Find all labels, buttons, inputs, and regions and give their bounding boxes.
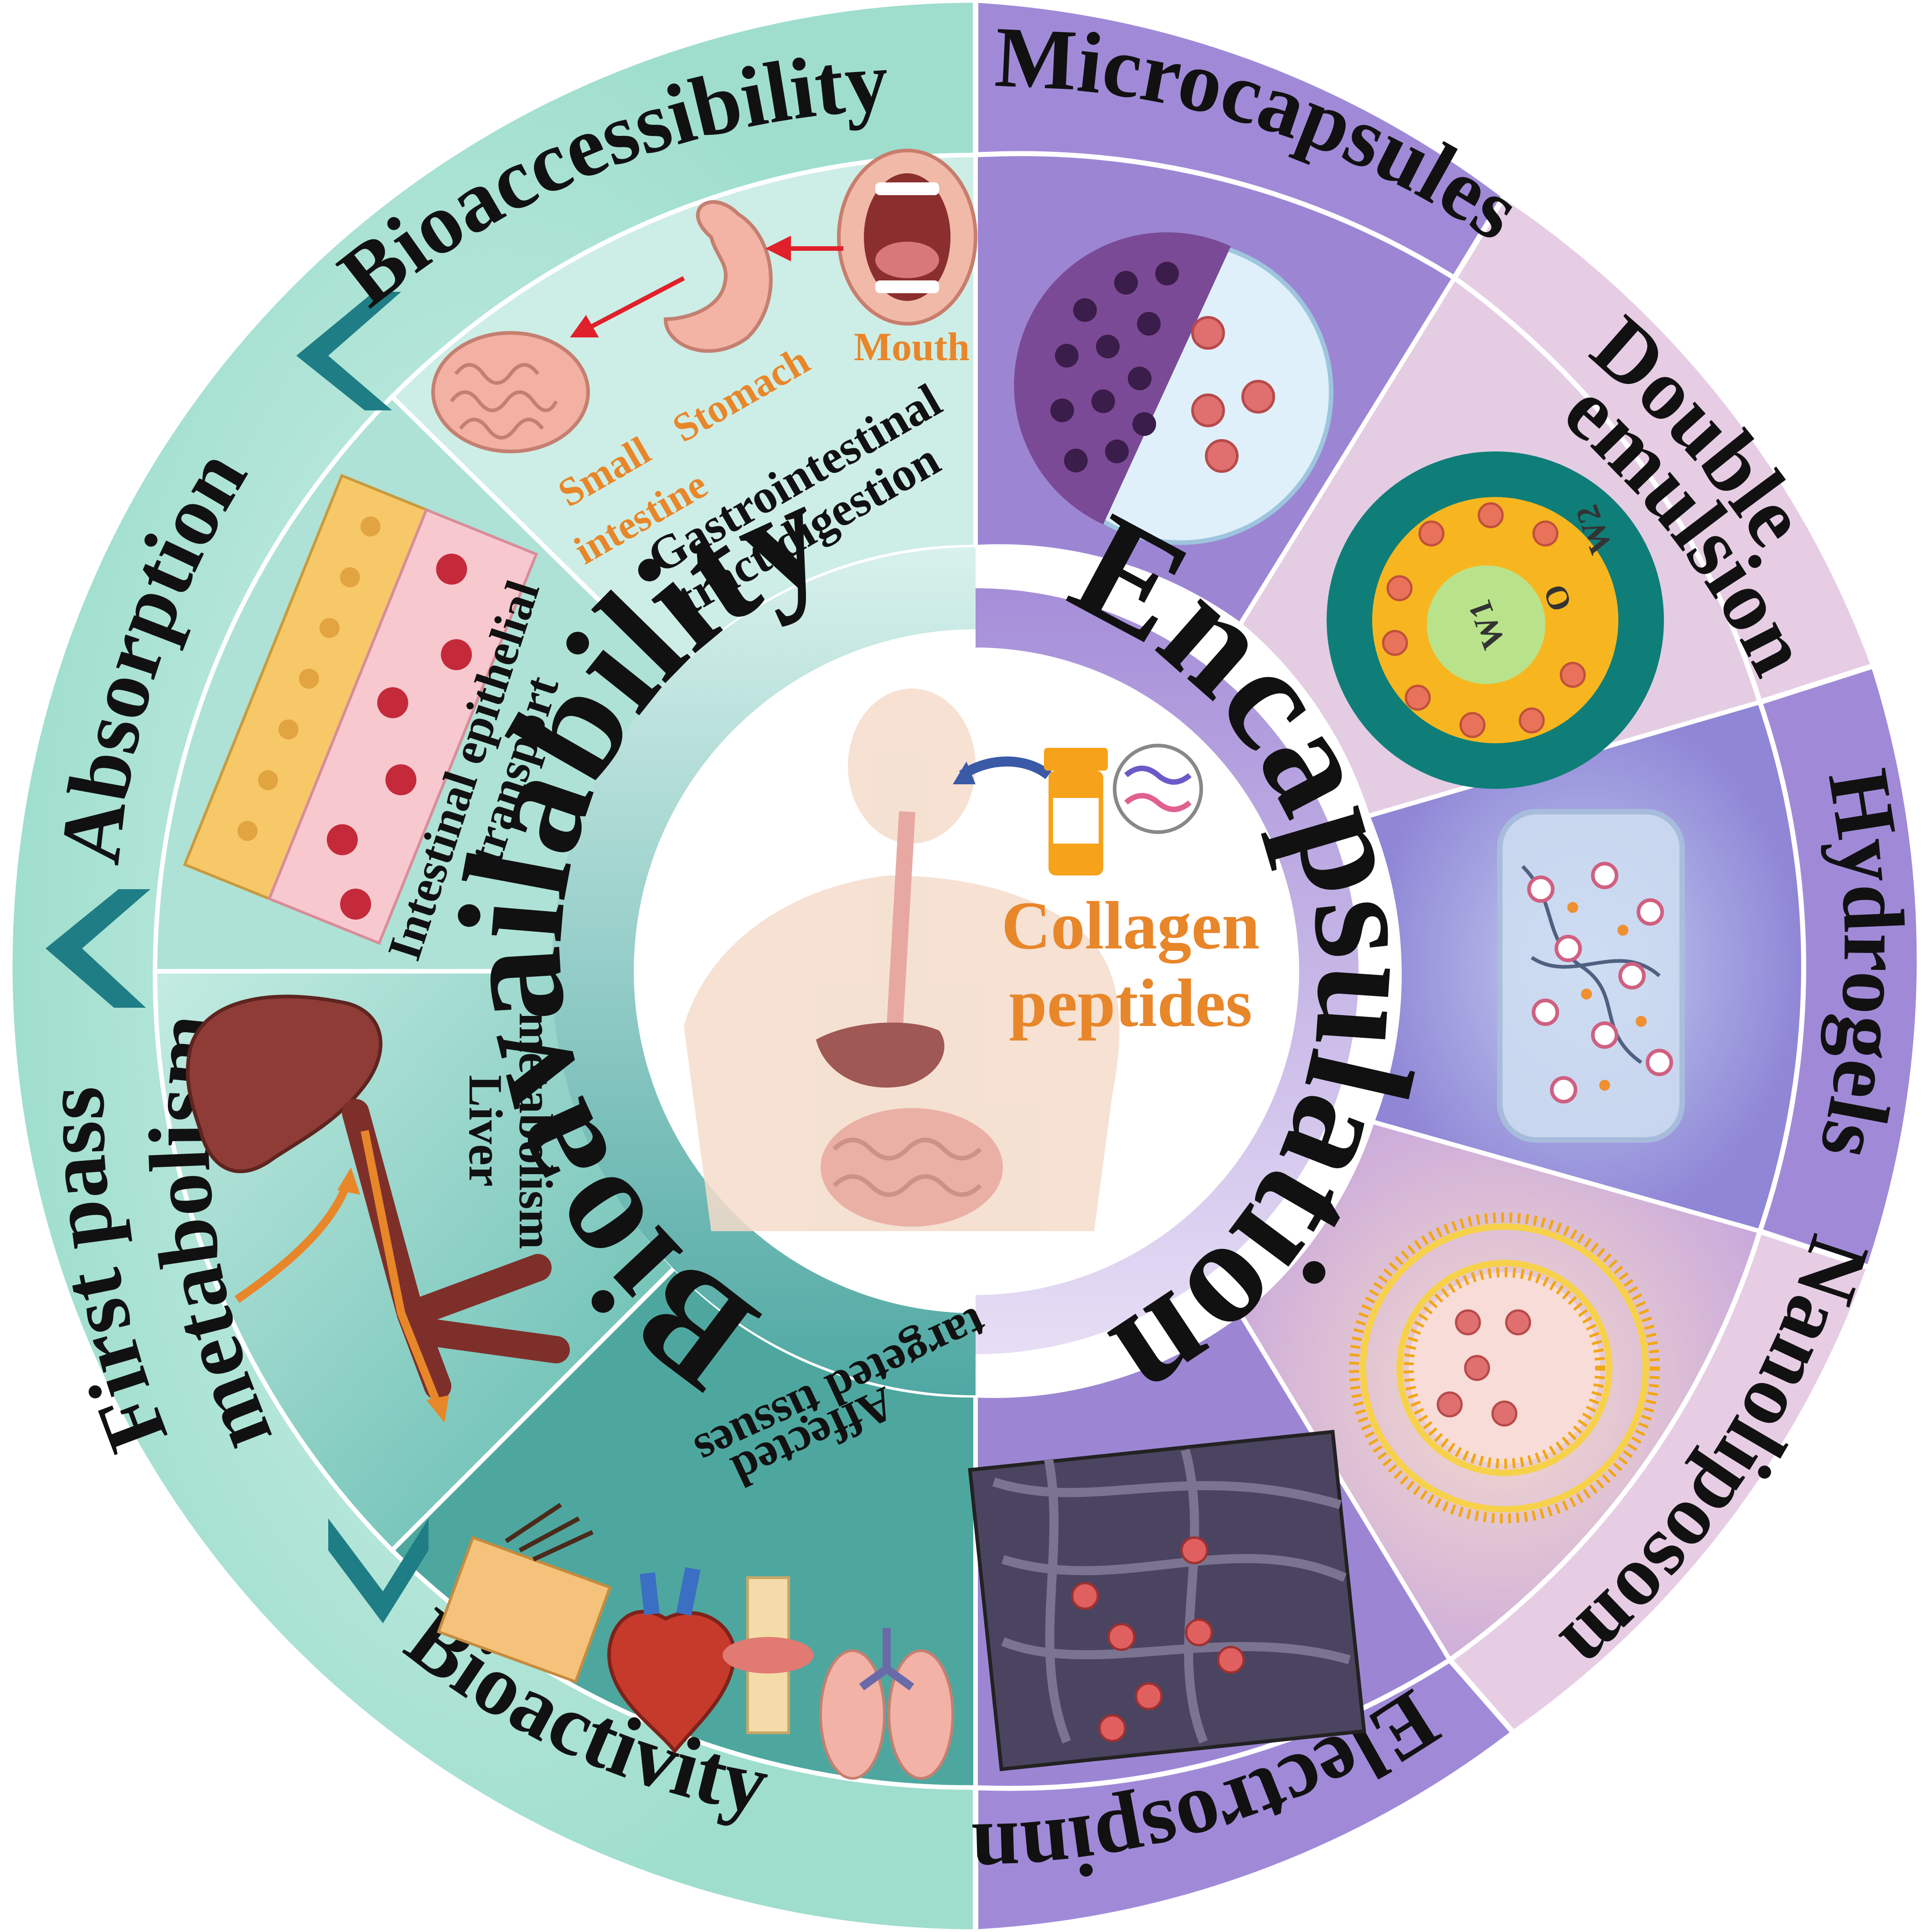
label-liver-metabolism: metabolism (509, 1012, 563, 1249)
inner-ring-bioavailability-arc (552, 547, 976, 1395)
flow-chevrons (46, 292, 429, 1623)
flow-arrow-icon (361, 1130, 442, 1406)
chevron-down-icon (328, 1518, 429, 1623)
microcapsule-illustration (1014, 232, 1333, 545)
pill-bottle-icon (1044, 748, 1108, 875)
stomach-icon (663, 200, 773, 353)
liver-icon (186, 994, 382, 1173)
center-illustration: Collagen peptides (684, 689, 1260, 1231)
chevron-left-icon (46, 889, 150, 1008)
double-emulsion-illustration: W1 O W2 (1327, 451, 1664, 789)
epithelium-illustration (183, 474, 538, 945)
inner-ring-encapsulation-arc (976, 588, 1359, 1354)
small-intestine-icon (431, 331, 590, 453)
chevron-left-icon (296, 292, 401, 410)
liver-illustration (186, 994, 570, 1423)
label-liver: Liver (459, 1075, 512, 1187)
peptide-chain-icon (1113, 744, 1203, 834)
tissues-illustration (437, 1502, 954, 1780)
joint-icon (723, 1576, 814, 1734)
label-mouth: Mouth (854, 325, 970, 369)
lungs-icon (819, 1628, 954, 1780)
intake-arrow-icon (959, 756, 1052, 780)
skin-icon (437, 1502, 612, 1683)
heart-icon (607, 1567, 736, 1754)
outer-ring (7, 0, 1922, 1932)
human-body-icon (684, 689, 1120, 1231)
label-collagen: Collagen (1002, 888, 1260, 963)
liver-icon (816, 1022, 945, 1088)
flow-arrow-icon (234, 1184, 351, 1303)
mouth-icon (837, 149, 977, 326)
digestion-arrows (570, 235, 843, 337)
nanoliposome-illustration (1349, 1212, 1660, 1523)
hydrogel-illustration (1497, 809, 1685, 1143)
electrospinning-illustration (968, 1430, 1366, 1771)
label-peptides: peptides (1009, 965, 1252, 1041)
middle-segment-digestion (388, 152, 978, 679)
